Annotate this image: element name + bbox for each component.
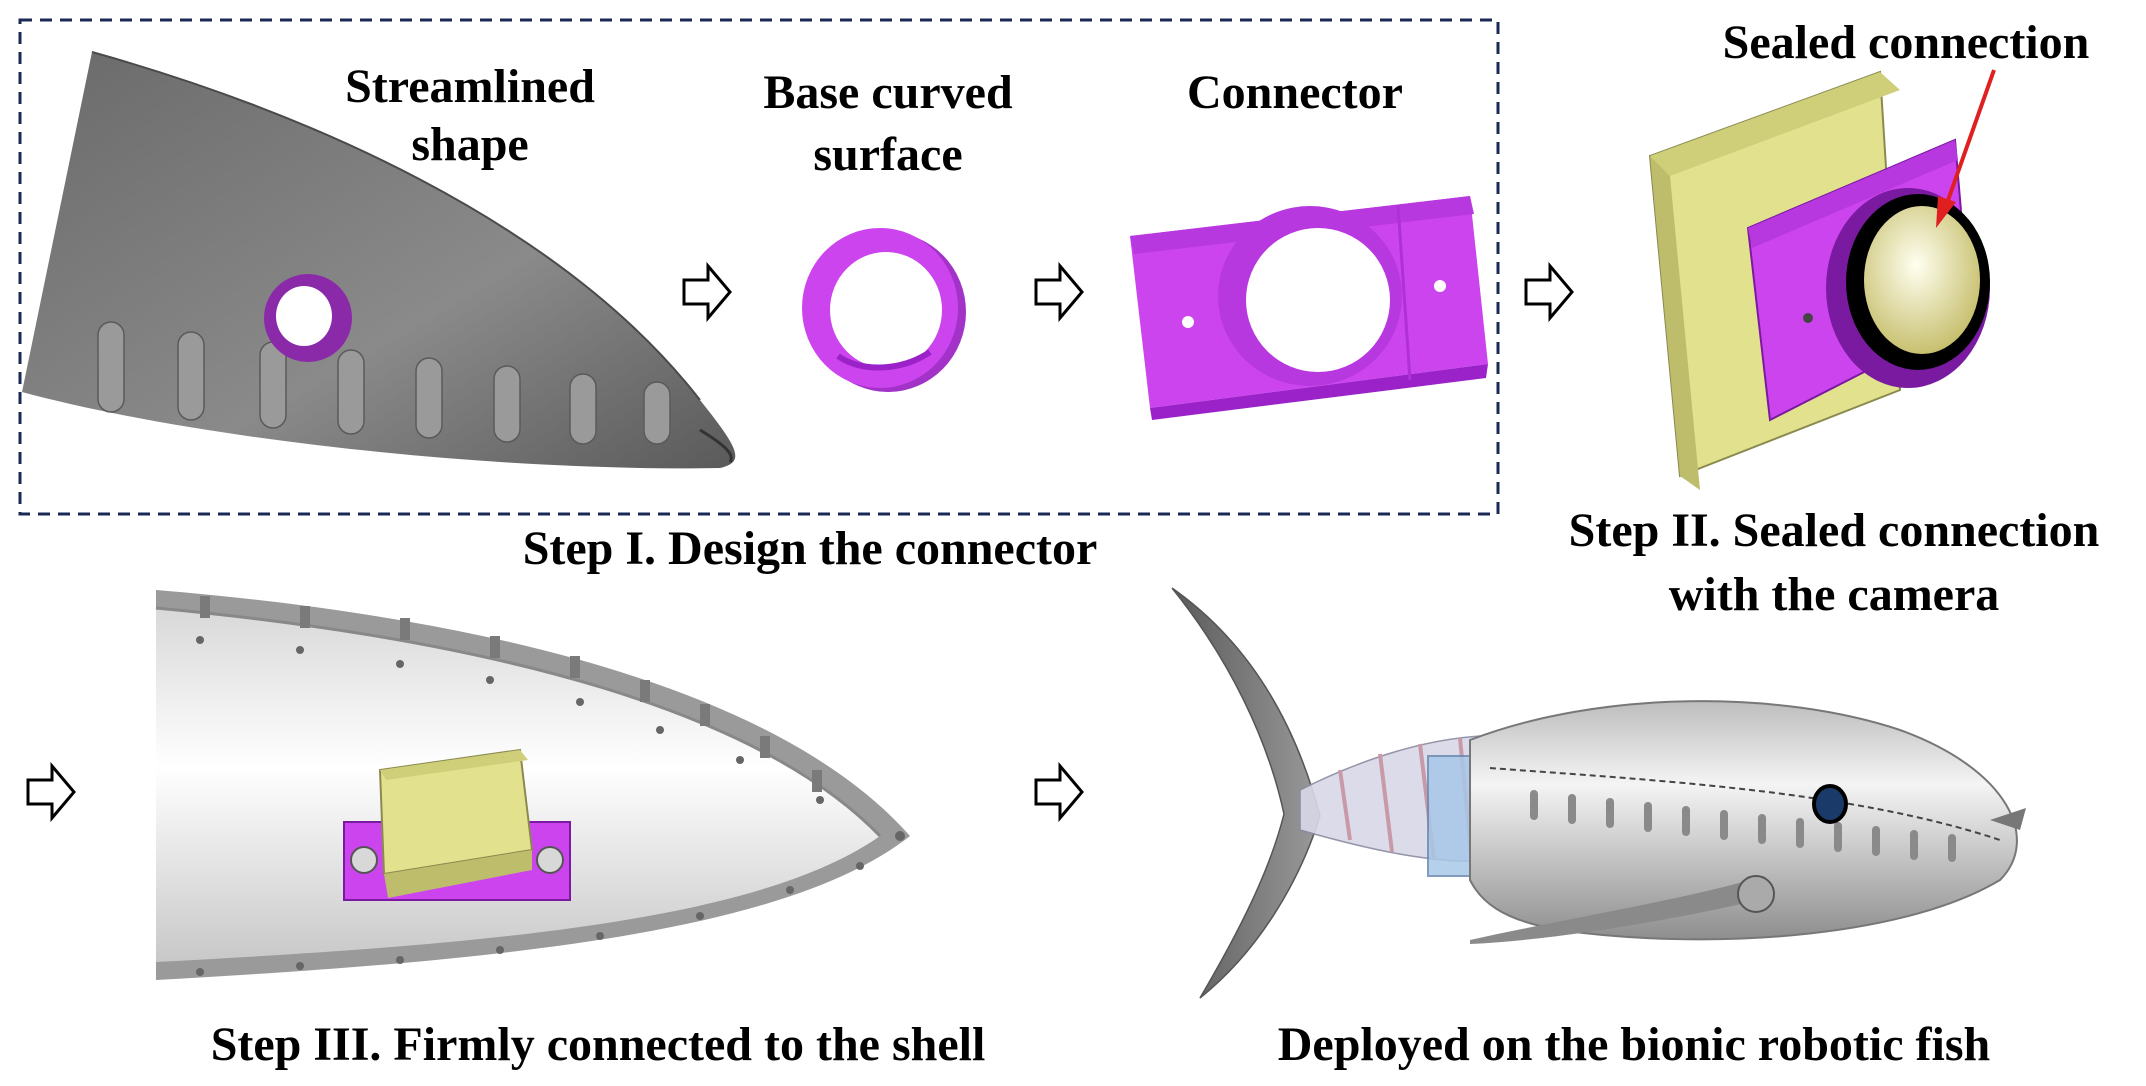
bionic-robotic-fish [1171, 587, 2026, 999]
deployed-caption: Deployed on the bionic robotic fish [1278, 1018, 1991, 1071]
streamlined-label-2: shape [411, 118, 528, 171]
shell-with-camera [155, 590, 910, 980]
process-arrow-icon [1524, 261, 1574, 323]
sealed-camera-assembly [1648, 70, 1990, 490]
streamlined-shell-part [22, 51, 736, 469]
streamlined-label-1: Streamlined [345, 60, 595, 113]
step2-caption-2: with the camera [1669, 568, 2000, 621]
connector-part [1130, 196, 1488, 420]
process-arrow-icon [682, 261, 732, 323]
base-curved-surface-ring [802, 228, 966, 392]
sealed-connection-pointer [1936, 69, 1996, 228]
step2-caption-1: Step II. Sealed connection [1569, 504, 2100, 557]
base-surface-label-1: Base curved [763, 66, 1013, 119]
step1-caption: Step I. Design the connector [523, 522, 1098, 575]
base-surface-label-2: surface [813, 128, 962, 181]
sealed-connection-label: Sealed connection [1723, 16, 2090, 69]
step1-frame [18, 18, 1500, 516]
process-arrow-icon [26, 761, 76, 823]
process-arrow-icon [1034, 761, 1084, 823]
step3-caption: Step III. Firmly connected to the shell [211, 1018, 986, 1071]
connector-label: Connector [1187, 66, 1403, 119]
process-arrow-icon [1034, 261, 1084, 323]
